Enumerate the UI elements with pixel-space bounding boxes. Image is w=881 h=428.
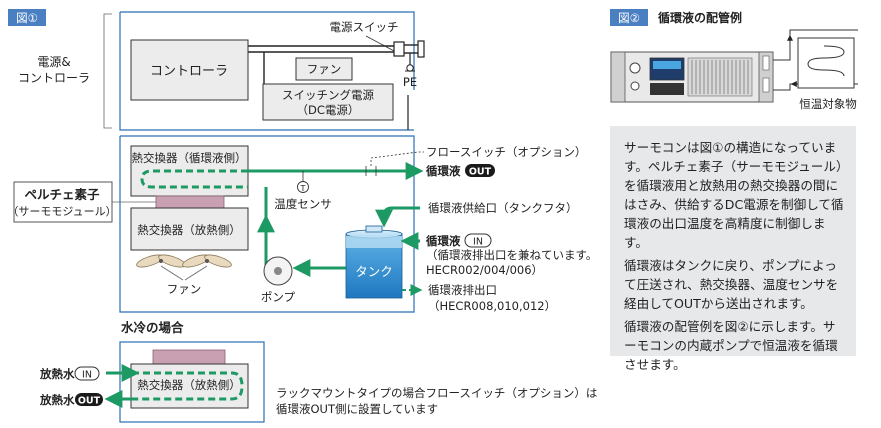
water-out-label: 放熱水 bbox=[39, 393, 75, 407]
rack-thermocon-icon bbox=[610, 51, 774, 103]
power-switch-leader bbox=[365, 35, 397, 53]
drain-label-2: （HECR008,010,012） bbox=[428, 299, 556, 313]
fan-box bbox=[295, 57, 353, 81]
controller-box bbox=[130, 39, 249, 101]
water-cooled-title: 水冷の場合 bbox=[121, 320, 184, 335]
in-badge-text: IN bbox=[473, 237, 483, 248]
fan-box-label: ファン bbox=[307, 62, 342, 76]
water-out-badge-text: OUT bbox=[78, 396, 101, 407]
water-out-badge bbox=[75, 393, 103, 406]
out-badge-text: OUT bbox=[469, 167, 492, 178]
water-in-badge bbox=[74, 366, 100, 381]
tank-icon bbox=[345, 225, 403, 299]
power-controller-bracket bbox=[103, 13, 112, 129]
supply-port-label: 循環液供給口（タンクフタ） bbox=[428, 201, 578, 215]
tank-label: タンク bbox=[355, 264, 393, 279]
peltier-label: ペルチェ素子 bbox=[24, 187, 100, 202]
in-badge bbox=[464, 233, 492, 248]
fig1-tag-text: 図① bbox=[16, 11, 38, 25]
hx-fluid-flow-path bbox=[140, 169, 248, 189]
in-note-1: （循環液排出口を兼ねています。 bbox=[426, 248, 597, 262]
pe-label: PE bbox=[403, 75, 417, 89]
peltier-label-box bbox=[13, 181, 113, 223]
fig2-tag: 図② bbox=[610, 9, 648, 26]
controller-label: コントローラ bbox=[150, 64, 228, 79]
fan-right-icon bbox=[182, 254, 232, 268]
pump-hub-icon bbox=[274, 267, 282, 275]
target-coil-icon bbox=[807, 45, 845, 77]
temp-sensor-label: 温度センサ bbox=[274, 197, 332, 211]
fan-left-icon bbox=[136, 254, 186, 268]
fan-leader-right bbox=[184, 265, 208, 281]
switching-psu-box bbox=[262, 83, 394, 121]
power-controller-label-1: 電源& bbox=[37, 55, 70, 69]
temp-sensor-icon bbox=[297, 181, 309, 193]
fig1-tag: 図① bbox=[8, 9, 46, 26]
power-switch-label: 電源スイッチ bbox=[330, 20, 399, 34]
drain-label-1: 循環液排出口 bbox=[428, 283, 497, 297]
power-plug-icon bbox=[417, 40, 425, 58]
fig2-title: 循環液の配管例 bbox=[658, 10, 742, 25]
water-cooled-frame bbox=[119, 341, 265, 423]
hx-heat-label: 熱交換器（放熱側） bbox=[137, 223, 241, 237]
peltier-sublabel: （サーモモジュール） bbox=[7, 205, 116, 218]
power-switch-icon bbox=[393, 41, 405, 57]
description-paragraph-2: 循環液はタンクに戻り、ポンプによって圧送され、熱交換器、温度センサを経由してOU… bbox=[624, 258, 839, 311]
fan-label: ファン bbox=[167, 282, 202, 296]
water-peltier-element bbox=[152, 349, 226, 365]
flow-switch-label: フロースイッチ（オプション） bbox=[426, 145, 586, 159]
description-panel: サーモコンは図①の構造になっています。ペルチェ素子（サーモモジュール）を循環液用… bbox=[610, 126, 856, 372]
power-enclosure-frame bbox=[119, 11, 415, 131]
ground-terminal-icon bbox=[406, 64, 414, 72]
water-in-badge-text: IN bbox=[82, 370, 92, 381]
power-controller-label-2: コントローラ bbox=[18, 71, 90, 85]
description-paragraph-3: 循環液の配管例を図②に示します。サーモコンの内蔵ポンプで恒温液を循環させます。 bbox=[624, 319, 838, 372]
water-flow-path bbox=[110, 371, 244, 401]
target-object-label: 恒温対象物 bbox=[799, 97, 857, 111]
flow-switch-leader bbox=[370, 151, 424, 166]
water-hx-label: 熱交換器（放熱側） bbox=[137, 378, 241, 392]
fig2-tag-text: 図② bbox=[618, 11, 640, 25]
fan-leader-left bbox=[160, 265, 184, 281]
peltier-element bbox=[155, 195, 225, 209]
water-note-2: 循環液OUT側に設置しています bbox=[276, 402, 438, 416]
description-paragraph-1: サーモコンは図①の構造になっています。ペルチェ素子（サーモモジュール）を循環液用… bbox=[624, 140, 844, 250]
temp-sensor-symbol: T bbox=[300, 184, 306, 193]
fig2-out-pipe bbox=[773, 29, 858, 61]
main-enclosure-frame bbox=[119, 135, 415, 313]
switching-psu-label-1: スイッチング電源 bbox=[282, 88, 374, 102]
supply-port-arrow bbox=[375, 206, 420, 228]
pump-label: ポンプ bbox=[261, 290, 296, 304]
hx-heat-box bbox=[130, 207, 249, 251]
fluid-in-label: 循環液 bbox=[425, 234, 461, 248]
hx-fluid-label: 熱交換器（循環液側） bbox=[132, 151, 247, 165]
water-hx-box bbox=[130, 363, 249, 409]
target-object-box bbox=[797, 37, 855, 89]
switching-psu-label-2: （DC電源） bbox=[297, 103, 360, 117]
in-note-2: HECR002/004/006） bbox=[426, 263, 543, 277]
water-in-label: 放熱水 bbox=[39, 367, 75, 381]
water-note-1: ラックマウントタイプの場合フロースイッチ（オプション）は bbox=[276, 386, 597, 400]
fluid-out-label: 循環液 bbox=[425, 164, 461, 178]
out-badge bbox=[465, 164, 495, 177]
